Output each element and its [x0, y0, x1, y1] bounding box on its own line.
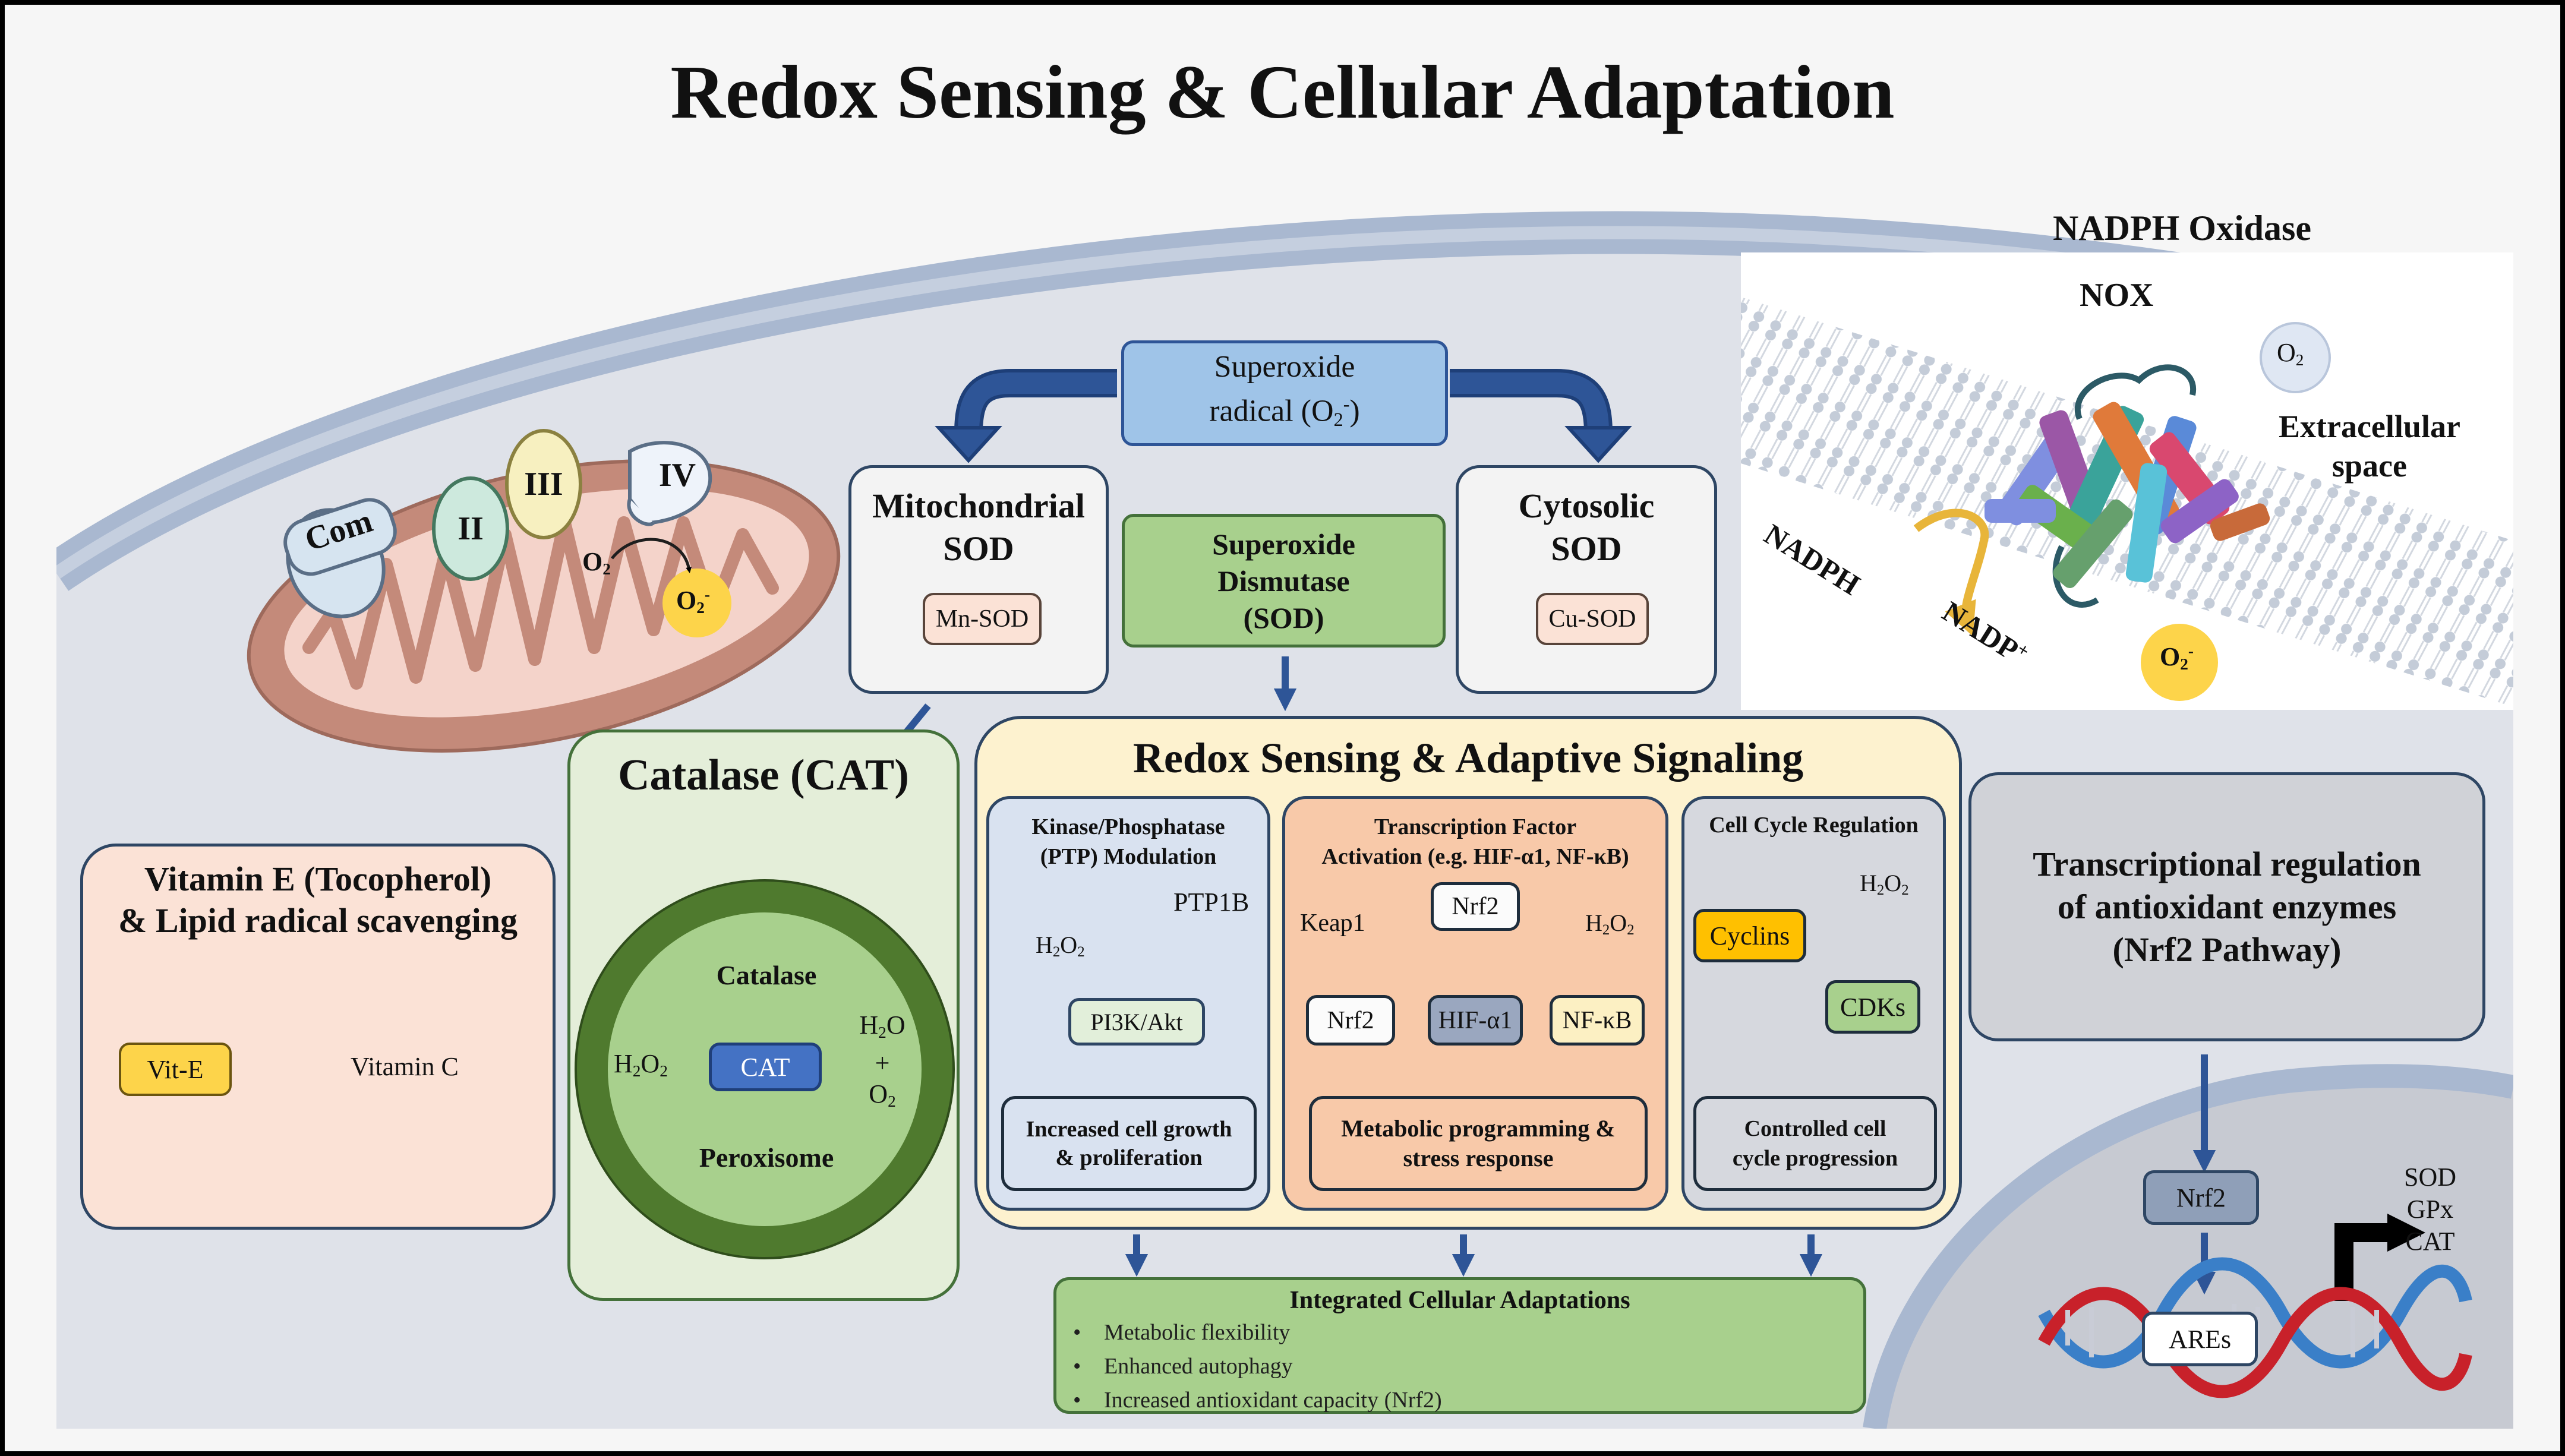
catalase-products: H2O + O2 — [859, 1010, 906, 1110]
cyclins-box: Cyclins — [1693, 909, 1806, 962]
mito-o2-label: O2 — [582, 547, 611, 578]
mn-sod-label: Mn-SOD — [923, 593, 1042, 645]
mito-complex-ii-label: II — [458, 510, 484, 547]
kinase-h2o2-label: H2O2 — [1036, 931, 1085, 961]
integrated-adaptations-box: Integrated Cellular Adaptations Metaboli… — [1053, 1277, 1866, 1417]
nrf2-box: Nrf2 — [1306, 995, 1395, 1046]
cat-enzyme-box: CAT — [709, 1043, 822, 1091]
peroxisome-label: Peroxisome — [699, 1142, 834, 1173]
integrated-adaptations-title: Integrated Cellular Adaptations — [1289, 1287, 1630, 1314]
pi3k-akt-box: PI3K/Akt — [1068, 998, 1205, 1046]
gene-cat: CAT — [2405, 1227, 2455, 1256]
cell-growth-outcome: Increased cell growth& proliferation — [1001, 1096, 1257, 1191]
cu-sod-label: Cu-SOD — [1536, 593, 1649, 645]
hif-alpha1-box: HIF-α1 — [1428, 995, 1523, 1046]
nadph-conversion-arrow — [1913, 509, 1989, 637]
ares-box: AREs — [2142, 1312, 2258, 1366]
nox-protein-icon — [1985, 364, 2270, 608]
cell-cycle-title: Cell Cycle Regulation — [1709, 813, 1919, 838]
vitamin-c-label: Vitamin C — [351, 1052, 459, 1081]
cycle-h2o2-label: H2O2 — [1860, 870, 1909, 899]
gene-sod: SOD — [2403, 1163, 2457, 1192]
mito-complex-iv-label: IV — [658, 457, 696, 494]
vit-e-label: Vit-E — [119, 1043, 232, 1096]
adaptation-item: Metabolic flexibility — [1056, 1316, 1442, 1350]
catalase-substrate: H2O2 — [614, 1049, 668, 1080]
o2-molecule-icon — [2260, 322, 2331, 393]
nadph-oxidase-header: NADPH Oxidase — [2053, 209, 2311, 248]
mito-complex-iii-label: III — [524, 466, 563, 503]
kinase-panel: Kinase/Phosphatase(PTP) Modulation H2O2 … — [986, 796, 1270, 1211]
vitamin-e-panel: Vitamin E (Tocopherol)& Lipid radical sc… — [80, 844, 556, 1230]
mito-superoxide-label: O2- — [676, 586, 710, 617]
antioxidant-genes-list: SOD GPx CAT — [2389, 1161, 2472, 1258]
mitochondrion — [247, 429, 841, 753]
superoxide-radical-box: Superoxide radical (O2-) — [1121, 340, 1448, 446]
keap1-label: Keap1 — [1300, 909, 1365, 937]
adaptation-item: Enhanced autophagy — [1056, 1350, 1442, 1384]
redox-signaling-title: Redox Sensing & Adaptive Signaling — [1132, 734, 1804, 782]
nox-superoxide-label: O2- — [2160, 642, 2194, 673]
adaptation-item: Increased antioxidant capacity (Nrf2) — [1056, 1384, 1442, 1417]
gene-gpx: GPx — [2406, 1195, 2454, 1224]
metabolic-programming-outcome: Metabolic programming &stress response — [1309, 1096, 1648, 1191]
gene-transcription-arrow — [2334, 1214, 2425, 1301]
page-title: Redox Sensing & Cellular Adaptation — [670, 49, 1895, 134]
nrf2-nuclear-box: Nrf2 — [2143, 1170, 2259, 1225]
catalase-inner-label: Catalase — [716, 960, 817, 990]
tf-h2o2-label: H2O2 — [1585, 909, 1635, 939]
cdks-box: CDKs — [1825, 980, 1920, 1034]
nrf2-top-box: Nrf2 — [1431, 882, 1520, 931]
catalase-title: Catalase (CAT) — [618, 751, 909, 800]
cell-cycle-panel: Cell Cycle Regulation H2O2 Cyclins CDKs … — [1681, 796, 1946, 1211]
nox-label: NOX — [2080, 277, 2154, 314]
superoxide-icon — [2141, 624, 2218, 701]
nf-kb-box: NF-κB — [1550, 995, 1645, 1046]
nox-o2-label: O2 — [2277, 338, 2304, 369]
nox-membrane-inset — [1741, 252, 2513, 710]
ptp1b-label: PTP1B — [1173, 888, 1250, 917]
